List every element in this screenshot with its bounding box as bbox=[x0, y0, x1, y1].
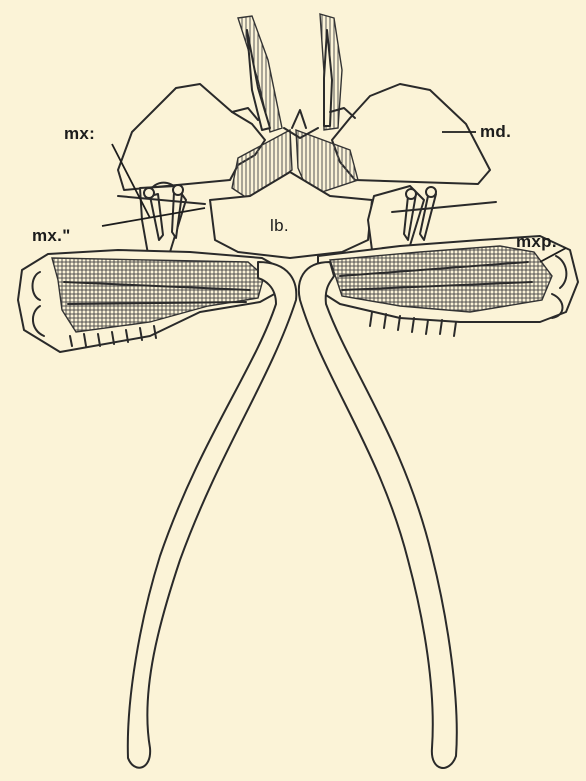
left-maxilliped bbox=[18, 250, 296, 768]
left-maxilla bbox=[118, 183, 205, 254]
label-mandible: md. bbox=[480, 122, 511, 142]
label-maxilliped: mxp. bbox=[516, 232, 557, 252]
label-maxilla-second: mx." bbox=[32, 226, 71, 246]
label-maxilla-first: mx: bbox=[64, 124, 95, 144]
label-labium: lb. bbox=[270, 216, 289, 236]
right-maxilliped bbox=[299, 236, 578, 768]
